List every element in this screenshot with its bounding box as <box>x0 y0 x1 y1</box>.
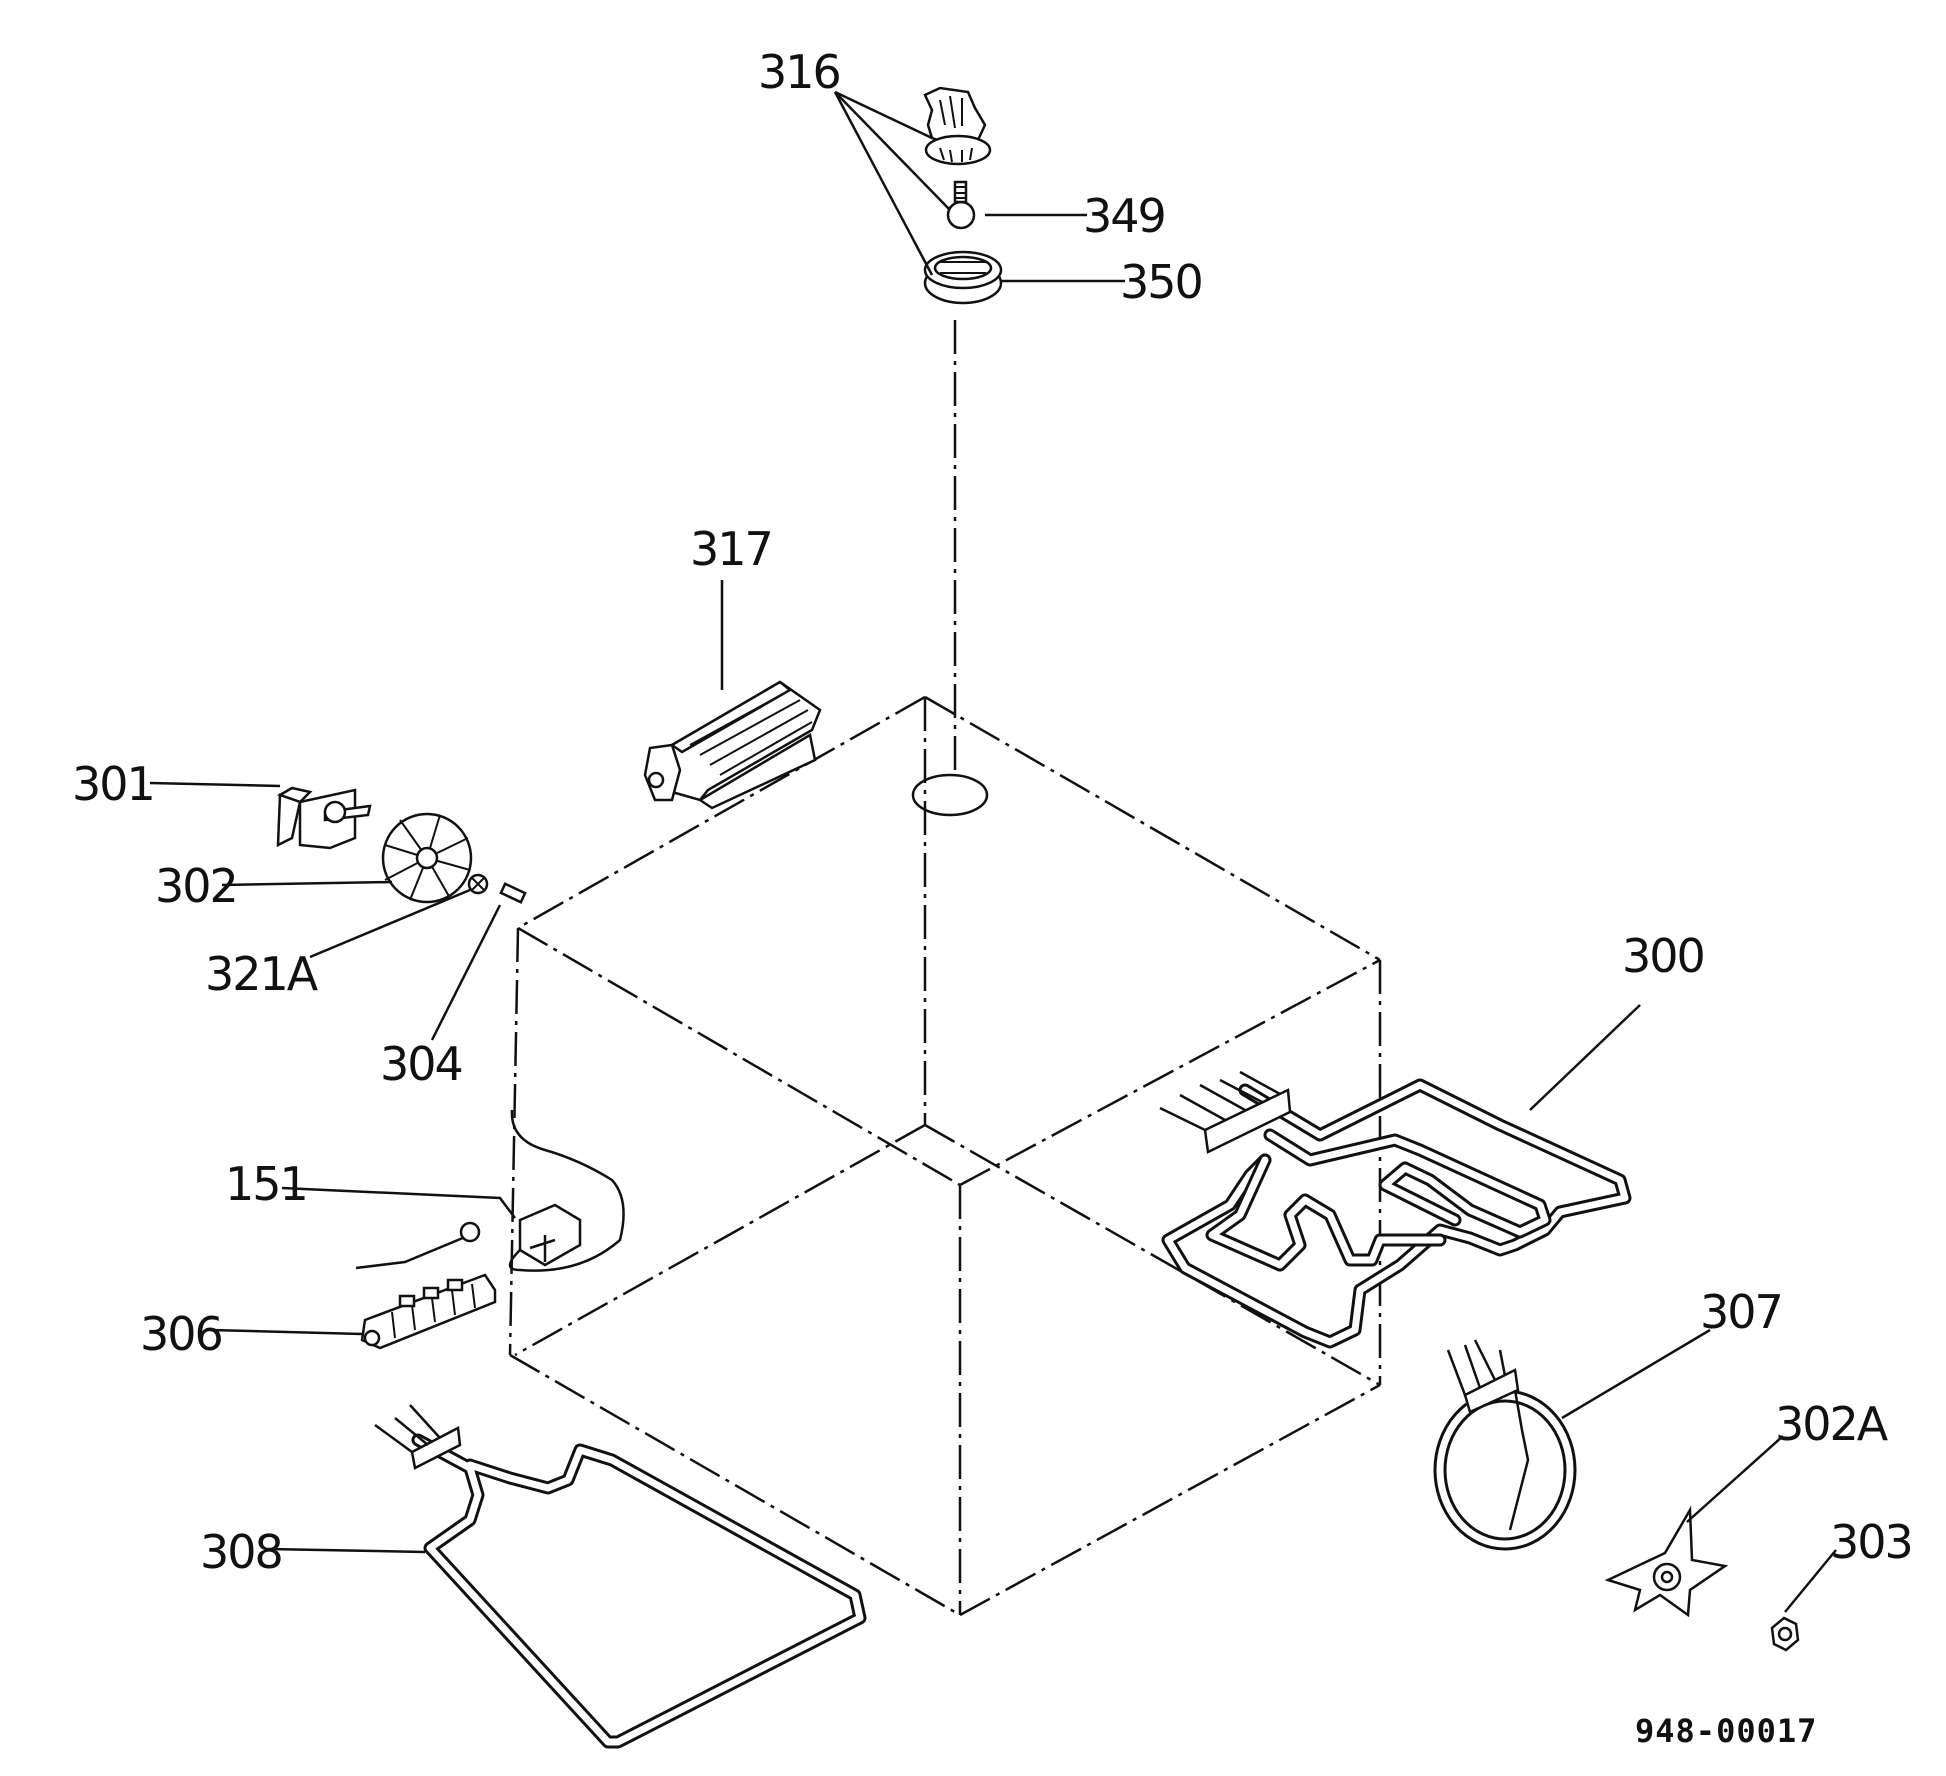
part-label-304: 304 <box>380 1037 462 1091</box>
part-label-350: 350 <box>1120 255 1202 309</box>
terminal-block <box>360 1273 497 1350</box>
circular-heating-element <box>1433 1339 1577 1551</box>
fan-retaining-nut <box>1770 1616 1800 1652</box>
lamp-hole <box>911 773 989 817</box>
oven-cavity-box <box>508 320 1382 1617</box>
part-label-301: 301 <box>72 757 154 811</box>
lamp-cover-knob <box>923 86 992 166</box>
fan-motor-bracket <box>276 786 372 850</box>
drawing-number: 948-00017 <box>1635 1712 1817 1750</box>
part-label-317: 317 <box>690 522 772 576</box>
part-label-321a: 321A <box>205 947 319 1001</box>
thermostat <box>355 1109 625 1272</box>
cooling-fan-motor <box>643 680 822 810</box>
part-label-302a: 302A <box>1775 1397 1889 1451</box>
part-label-349: 349 <box>1083 189 1165 243</box>
part-label-151: 151 <box>225 1157 307 1211</box>
part-label-300: 300 <box>1622 929 1704 983</box>
lamp-bulb <box>946 180 976 230</box>
part-label-302: 302 <box>155 859 237 913</box>
bottom-heating-element <box>374 1404 867 1749</box>
part-label-308: 308 <box>200 1525 282 1579</box>
lamp-holder-ring <box>923 250 1003 305</box>
convection-fan-blade <box>1604 1505 1729 1618</box>
fan-blade <box>381 812 473 904</box>
part-label-306: 306 <box>140 1307 222 1361</box>
part-label-303: 303 <box>1830 1515 1912 1569</box>
part-label-307: 307 <box>1700 1285 1782 1339</box>
part-label-316: 316 <box>758 45 840 99</box>
fan-spacer <box>499 882 527 904</box>
grill-heating-element <box>1159 1070 1632 1349</box>
